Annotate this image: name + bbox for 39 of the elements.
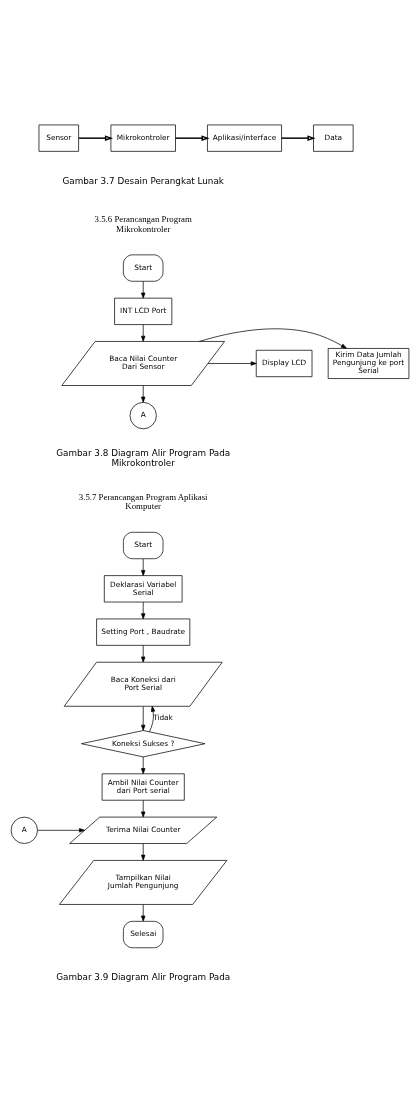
label: 3.5.7 Perancangan Program Aplikasi Komputer	[78, 491, 208, 512]
node-box: Start	[123, 531, 164, 560]
label: Gambar 3.9 Diagram Alir Program Pada	[56, 972, 231, 983]
node-box: Selesai	[123, 920, 164, 949]
node-box: Setting Port , Baudrate	[96, 618, 191, 646]
arrow	[141, 843, 146, 861]
arrow	[141, 385, 146, 403]
node-circle: A	[129, 402, 157, 430]
edge-label: Tidak	[153, 713, 173, 723]
node-box: Data	[313, 124, 354, 152]
node-box: Kirim Data Jumlah Pengunjung ke port Serial	[327, 348, 410, 379]
label: Gambar 3.7 Desain Perangkat Lunak	[62, 175, 224, 186]
arrow	[141, 799, 146, 818]
node-box: Aplikasi/interface	[207, 124, 282, 152]
arrow	[141, 756, 146, 775]
arrow	[141, 904, 146, 922]
arrow	[198, 328, 347, 349]
node-box: Deklarasi Variabel Serial	[103, 575, 183, 603]
arrow	[149, 705, 156, 733]
node-box: INT LCD Port	[114, 297, 173, 325]
node-circle: A	[10, 816, 38, 844]
node-box: Display LCD	[255, 349, 313, 378]
arrow	[141, 324, 146, 342]
arrow	[207, 361, 257, 366]
label: Gambar 3.8 Diagram Alir Program Pada Mikrokontroler	[56, 448, 231, 468]
arrow	[141, 558, 146, 576]
arrow	[141, 706, 146, 731]
node-box: Sensor	[38, 124, 79, 152]
node-box: Mikrokontroler	[110, 124, 176, 152]
arrow	[174, 135, 210, 141]
arrow	[141, 281, 146, 299]
arrow	[141, 601, 146, 620]
arrow	[141, 645, 146, 663]
label: 3.5.6 Perancangan Program Mikrokontroler	[94, 214, 192, 234]
arrow	[280, 135, 316, 141]
arrow	[37, 828, 85, 833]
node-box: Start	[123, 254, 164, 282]
node-box: Ambil Nilai Counter dari Port serial	[101, 773, 185, 801]
node-diamond: Koneksi Sukses ?	[81, 730, 206, 758]
